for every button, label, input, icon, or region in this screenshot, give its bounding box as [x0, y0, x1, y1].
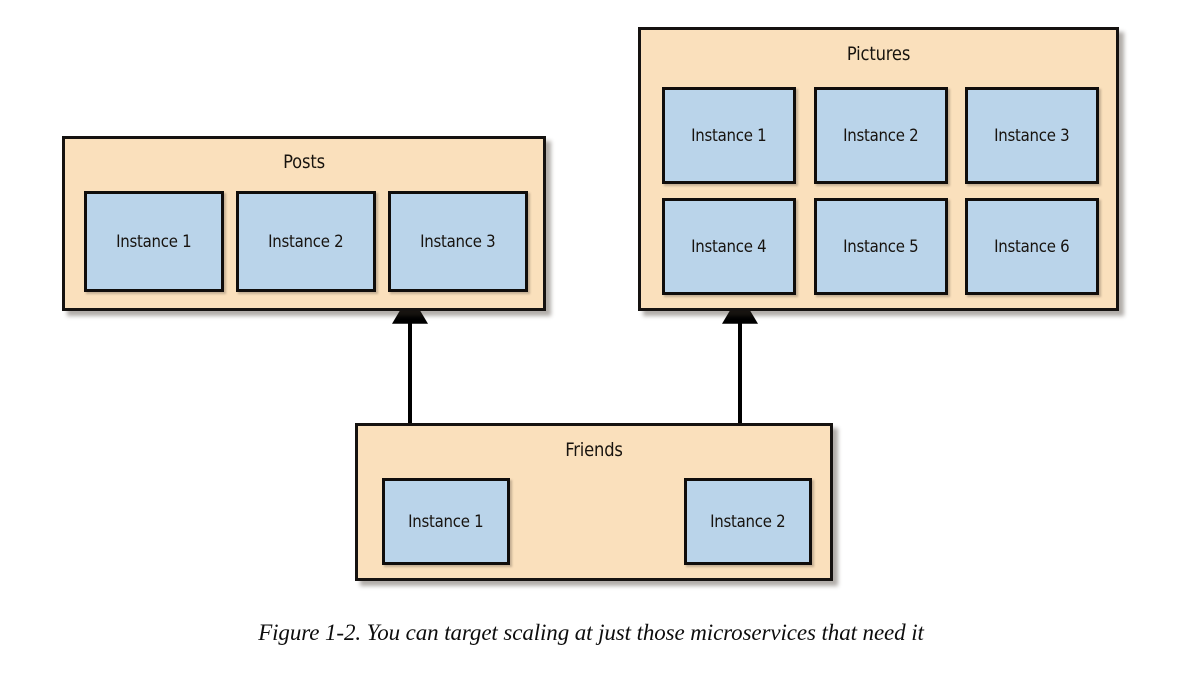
service-title-pictures: Pictures	[846, 43, 911, 65]
instance-grid-pictures: Instance 1 Instance 2 Instance 3 Instanc…	[662, 87, 1099, 295]
instance-label: Instance 2	[842, 125, 919, 146]
instance-label: Instance 1	[691, 125, 767, 146]
instance-box[interactable]: Instance 3	[388, 191, 528, 292]
service-box-friends[interactable]: Friends Instance 1 Instance 2	[355, 423, 833, 581]
instance-box[interactable]: Instance 3	[965, 87, 1099, 184]
instance-label: Instance 2	[268, 231, 344, 252]
instance-box[interactable]: Instance 1	[382, 478, 510, 565]
instance-label: Instance 1	[408, 511, 484, 532]
instance-label: Instance 1	[116, 231, 192, 252]
instance-label: Instance 3	[420, 231, 496, 252]
instance-label: Instance 5	[842, 236, 919, 257]
instance-row: Instance 4 Instance 5 Instance 6	[662, 198, 1099, 295]
instance-row: Instance 1 Instance 2 Instance 3	[662, 87, 1099, 184]
instance-label: Instance 4	[691, 236, 767, 257]
instance-box[interactable]: Instance 2	[236, 191, 376, 292]
instance-list-posts: Instance 1 Instance 2 Instance 3	[84, 191, 528, 292]
instance-label: Instance 2	[710, 511, 786, 532]
service-box-pictures[interactable]: Pictures Instance 1 Instance 2 Instance …	[638, 27, 1119, 311]
instance-box[interactable]: Instance 1	[84, 191, 224, 292]
instance-list-friends: Instance 1 Instance 2	[382, 478, 812, 565]
instance-box[interactable]: Instance 6	[965, 198, 1099, 295]
service-box-posts[interactable]: Posts Instance 1 Instance 2 Instance 3	[62, 136, 546, 311]
instance-box[interactable]: Instance 5	[813, 198, 948, 295]
instance-box[interactable]: Instance 4	[662, 198, 796, 295]
figure-caption: Figure 1-2. You can target scaling at ju…	[258, 620, 924, 645]
service-title-posts: Posts	[283, 151, 325, 173]
instance-label: Instance 6	[994, 236, 1070, 257]
instance-box[interactable]: Instance 2	[684, 478, 812, 565]
instance-label: Instance 3	[994, 125, 1070, 146]
service-title-friends: Friends	[565, 439, 623, 461]
instance-box[interactable]: Instance 2	[813, 87, 948, 184]
instance-box[interactable]: Instance 1	[662, 87, 796, 184]
